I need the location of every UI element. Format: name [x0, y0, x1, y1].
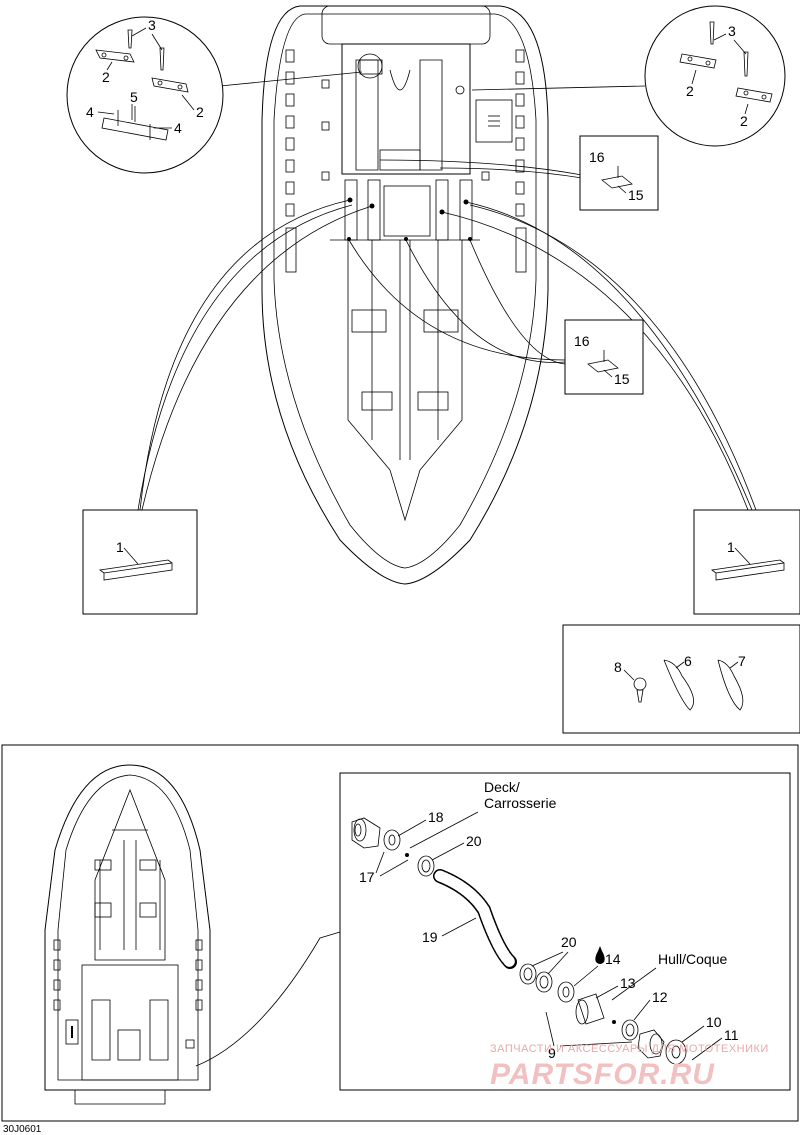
callout-10: 10: [706, 1014, 722, 1030]
label-deck-fr: Carrosserie: [484, 795, 557, 811]
callout-16-a: 16: [589, 149, 605, 165]
callout-3-right: 3: [728, 23, 736, 39]
callout-13: 13: [620, 975, 636, 991]
callout-2-r1: 2: [686, 83, 694, 99]
callout-17: 17: [359, 869, 375, 885]
detail-box-16-15-upper: 16 15: [579, 135, 659, 211]
callout-2-r2: 2: [740, 113, 748, 129]
callout-2-a: 2: [102, 69, 110, 85]
callout-16-b: 16: [574, 333, 590, 349]
watermark: ЗАПЧАСТИ И АКСЕССУАРЫ ДЛЯ МОТОТЕХНИКИ PA…: [490, 1043, 769, 1091]
detail-circle-left: 3 2 2 4 5 4: [66, 16, 224, 174]
callout-20-b: 20: [561, 934, 577, 950]
watermark-line1: ЗАПЧАСТИ И АКСЕССУАРЫ ДЛЯ МОТОТЕХНИКИ: [490, 1043, 769, 1055]
watercraft-top-view: [261, 5, 549, 585]
callout-20-a: 20: [466, 833, 482, 849]
callout-9: 9: [548, 1045, 556, 1061]
callout-4-b: 4: [174, 120, 182, 136]
vent-hose-inset: Deck/ Carrosserie 18 20 17 19 20: [339, 772, 791, 1091]
detail-box-1-left: 1: [82, 509, 198, 615]
detail-box-1-right: 1: [693, 509, 800, 615]
callout-15-a: 15: [628, 187, 644, 203]
callout-3-left: 3: [148, 17, 156, 33]
detail-circle-right: 3 2 2: [644, 5, 786, 147]
callout-2-b: 2: [196, 104, 204, 120]
callout-19: 19: [422, 929, 438, 945]
leader-lines-top: [137, 71, 757, 511]
watercraft-small-view: [44, 764, 341, 1105]
callout-11: 11: [724, 1027, 739, 1043]
callout-14: 14: [605, 951, 621, 967]
callout-1-right: 1: [727, 539, 735, 555]
callout-5: 5: [130, 89, 138, 105]
callout-8: 8: [614, 659, 622, 675]
callout-4-a: 4: [86, 104, 94, 120]
detail-box-16-15-lower: 16 15: [564, 319, 644, 395]
callout-15-b: 15: [614, 371, 630, 387]
watermark-line2: PARTSFOR.RU: [490, 1058, 715, 1091]
callout-7: 7: [738, 653, 746, 669]
label-hull: Hull/Coque: [658, 951, 727, 967]
callout-6: 6: [684, 653, 692, 669]
callout-12: 12: [652, 989, 668, 1005]
callout-18: 18: [428, 809, 444, 825]
callout-1-left: 1: [116, 539, 124, 555]
detail-box-fasteners: 8 6 7: [562, 624, 800, 734]
drawing-reference: 30J0601: [3, 1124, 42, 1135]
label-deck: Deck/: [484, 779, 520, 795]
